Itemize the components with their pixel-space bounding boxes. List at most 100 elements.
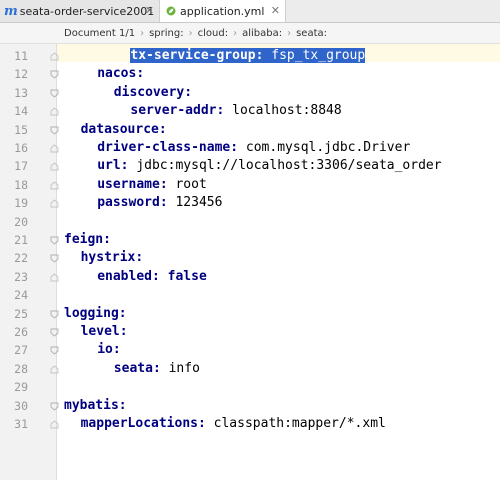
fold-end-marker-icon[interactable] (50, 181, 59, 190)
code-line[interactable]: tx-service-group: fsp_tx_group (130, 47, 366, 65)
spring-leaf-icon (166, 6, 176, 16)
fold-marker-icon[interactable] (50, 236, 59, 245)
breadcrumb-separator: › (188, 27, 193, 39)
line-number: 23 (14, 269, 28, 284)
line-number: 31 (14, 417, 28, 431)
yaml-key: password (97, 195, 160, 211)
line-number: 26 (14, 325, 28, 339)
fold-end-marker-icon[interactable] (50, 144, 59, 153)
fold-marker-icon[interactable] (50, 126, 59, 135)
yaml-key: enabled (97, 268, 152, 284)
yaml-colon: : (118, 305, 127, 321)
fold-marker-icon[interactable] (50, 254, 59, 263)
tab-seata-order-service2001[interactable]: m seata-order-service2001 ✕ (0, 0, 160, 22)
fold-end-marker-icon[interactable] (50, 420, 59, 429)
close-icon[interactable]: ✕ (144, 4, 154, 17)
fold-end-marker-icon[interactable] (50, 365, 59, 374)
fold-marker-icon[interactable] (50, 89, 59, 98)
fold-end-marker-icon[interactable] (50, 52, 59, 61)
tab-label: application.yml (180, 4, 265, 18)
code-line[interactable]: mapperLocations: classpath:mapper/*.xml (81, 415, 386, 433)
breadcrumb-item[interactable]: seata: (296, 27, 327, 39)
fold-marker-icon[interactable] (50, 310, 59, 319)
line-number: 15 (14, 122, 28, 137)
code-text: feign: (64, 232, 111, 247)
breadcrumb-separator: › (233, 27, 238, 39)
gutter-divider (56, 44, 57, 480)
fold-end-marker-icon[interactable] (50, 107, 59, 116)
code-line[interactable]: server-addr: localhost:8848 (130, 102, 341, 120)
code-text: datasource: (81, 122, 167, 137)
code-line[interactable]: feign: (64, 231, 111, 249)
code-line[interactable]: nacos: (97, 65, 144, 83)
yaml-value: root (175, 176, 207, 192)
yaml-colon: : (230, 140, 239, 155)
line-number: 11 (14, 49, 28, 63)
code-line[interactable]: logging: (64, 305, 127, 323)
yaml-value: localhost:8848 (232, 103, 342, 119)
yaml-colon: : (159, 195, 168, 211)
line-number: 12 (14, 67, 28, 82)
line-number: 19 (14, 196, 28, 211)
code-line[interactable]: enabled: false (97, 268, 207, 286)
yaml-colon: : (112, 342, 121, 358)
yaml-value: fsp_tx_group (271, 48, 366, 63)
yaml-key: url (97, 158, 121, 174)
close-icon[interactable]: ✕ (270, 4, 280, 17)
code-text: seata: info (114, 361, 200, 376)
line-number-gutter[interactable] (0, 44, 56, 480)
yaml-colon: : (255, 48, 264, 63)
code-line[interactable]: driver-class-name: com.mysql.jdbc.Driver (97, 139, 410, 157)
line-number: 30 (14, 398, 28, 413)
code-line[interactable]: io: (97, 341, 120, 359)
code-text: password: 123456 (97, 195, 222, 210)
yaml-value: 123456 (175, 195, 223, 211)
yaml-key: mybatis (64, 397, 119, 413)
tab-application-yml[interactable]: application.yml ✕ (160, 0, 286, 22)
fold-end-marker-icon[interactable] (50, 199, 59, 208)
code-editor[interactable]: 11 tx-service-group: fsp_tx_group 12 nacos:… (0, 44, 500, 480)
breadcrumb-item[interactable]: spring: (149, 27, 184, 39)
breadcrumb-item[interactable]: Document 1/1 (64, 27, 136, 39)
line-number: 21 (14, 233, 28, 247)
fold-end-marker-icon[interactable] (50, 273, 59, 282)
yaml-key: hystrix (80, 250, 136, 266)
line-number: 28 (14, 361, 28, 376)
yaml-colon: : (216, 103, 225, 119)
tab-label: seata-order-service2001 (19, 4, 155, 18)
fold-marker-icon[interactable] (50, 70, 59, 79)
code-line[interactable]: datasource: (81, 121, 167, 139)
code-line[interactable]: level: (81, 323, 128, 341)
m-module-icon: m (4, 3, 18, 19)
fold-end-marker-icon[interactable] (50, 162, 59, 171)
breadcrumb-item[interactable]: cloud: (197, 27, 229, 39)
yaml-colon: : (198, 416, 206, 431)
code-text: discovery: (114, 85, 192, 100)
code-text: mybatis: (64, 398, 127, 413)
code-text: mapperLocations: classpath:mapper/*.xml (81, 416, 386, 431)
fold-marker-icon[interactable] (50, 402, 59, 411)
code-line[interactable]: username: root (97, 176, 207, 194)
yaml-colon: : (159, 176, 168, 192)
code-line[interactable]: password: 123456 (97, 194, 222, 212)
yaml-colon: : (184, 84, 193, 100)
yaml-key: level (80, 324, 120, 339)
yaml-colon: : (151, 268, 160, 284)
code-text: nacos: (97, 66, 144, 81)
yaml-key: driver-class-name (97, 140, 231, 155)
fold-marker-icon[interactable] (50, 346, 59, 355)
yaml-colon: : (152, 360, 161, 376)
line-number: 22 (14, 251, 28, 266)
code-line[interactable]: hystrix: (81, 249, 144, 267)
breadcrumb-separator: › (140, 27, 145, 39)
code-line[interactable]: discovery: (114, 84, 192, 102)
fold-marker-icon[interactable] (50, 328, 59, 337)
code-line[interactable]: mybatis: (64, 397, 127, 415)
code-line[interactable]: url: jdbc:mysql://localhost:3306/seata_o… (97, 157, 441, 175)
line-number: 29 (14, 380, 28, 395)
yaml-key: feign (64, 232, 104, 247)
yaml-value: false (167, 268, 207, 284)
code-line[interactable]: seata: info (114, 360, 200, 378)
breadcrumb-item[interactable]: alibaba: (242, 27, 283, 39)
breadcrumb: Document 1/1 › spring: › cloud: › alibab… (0, 23, 500, 44)
